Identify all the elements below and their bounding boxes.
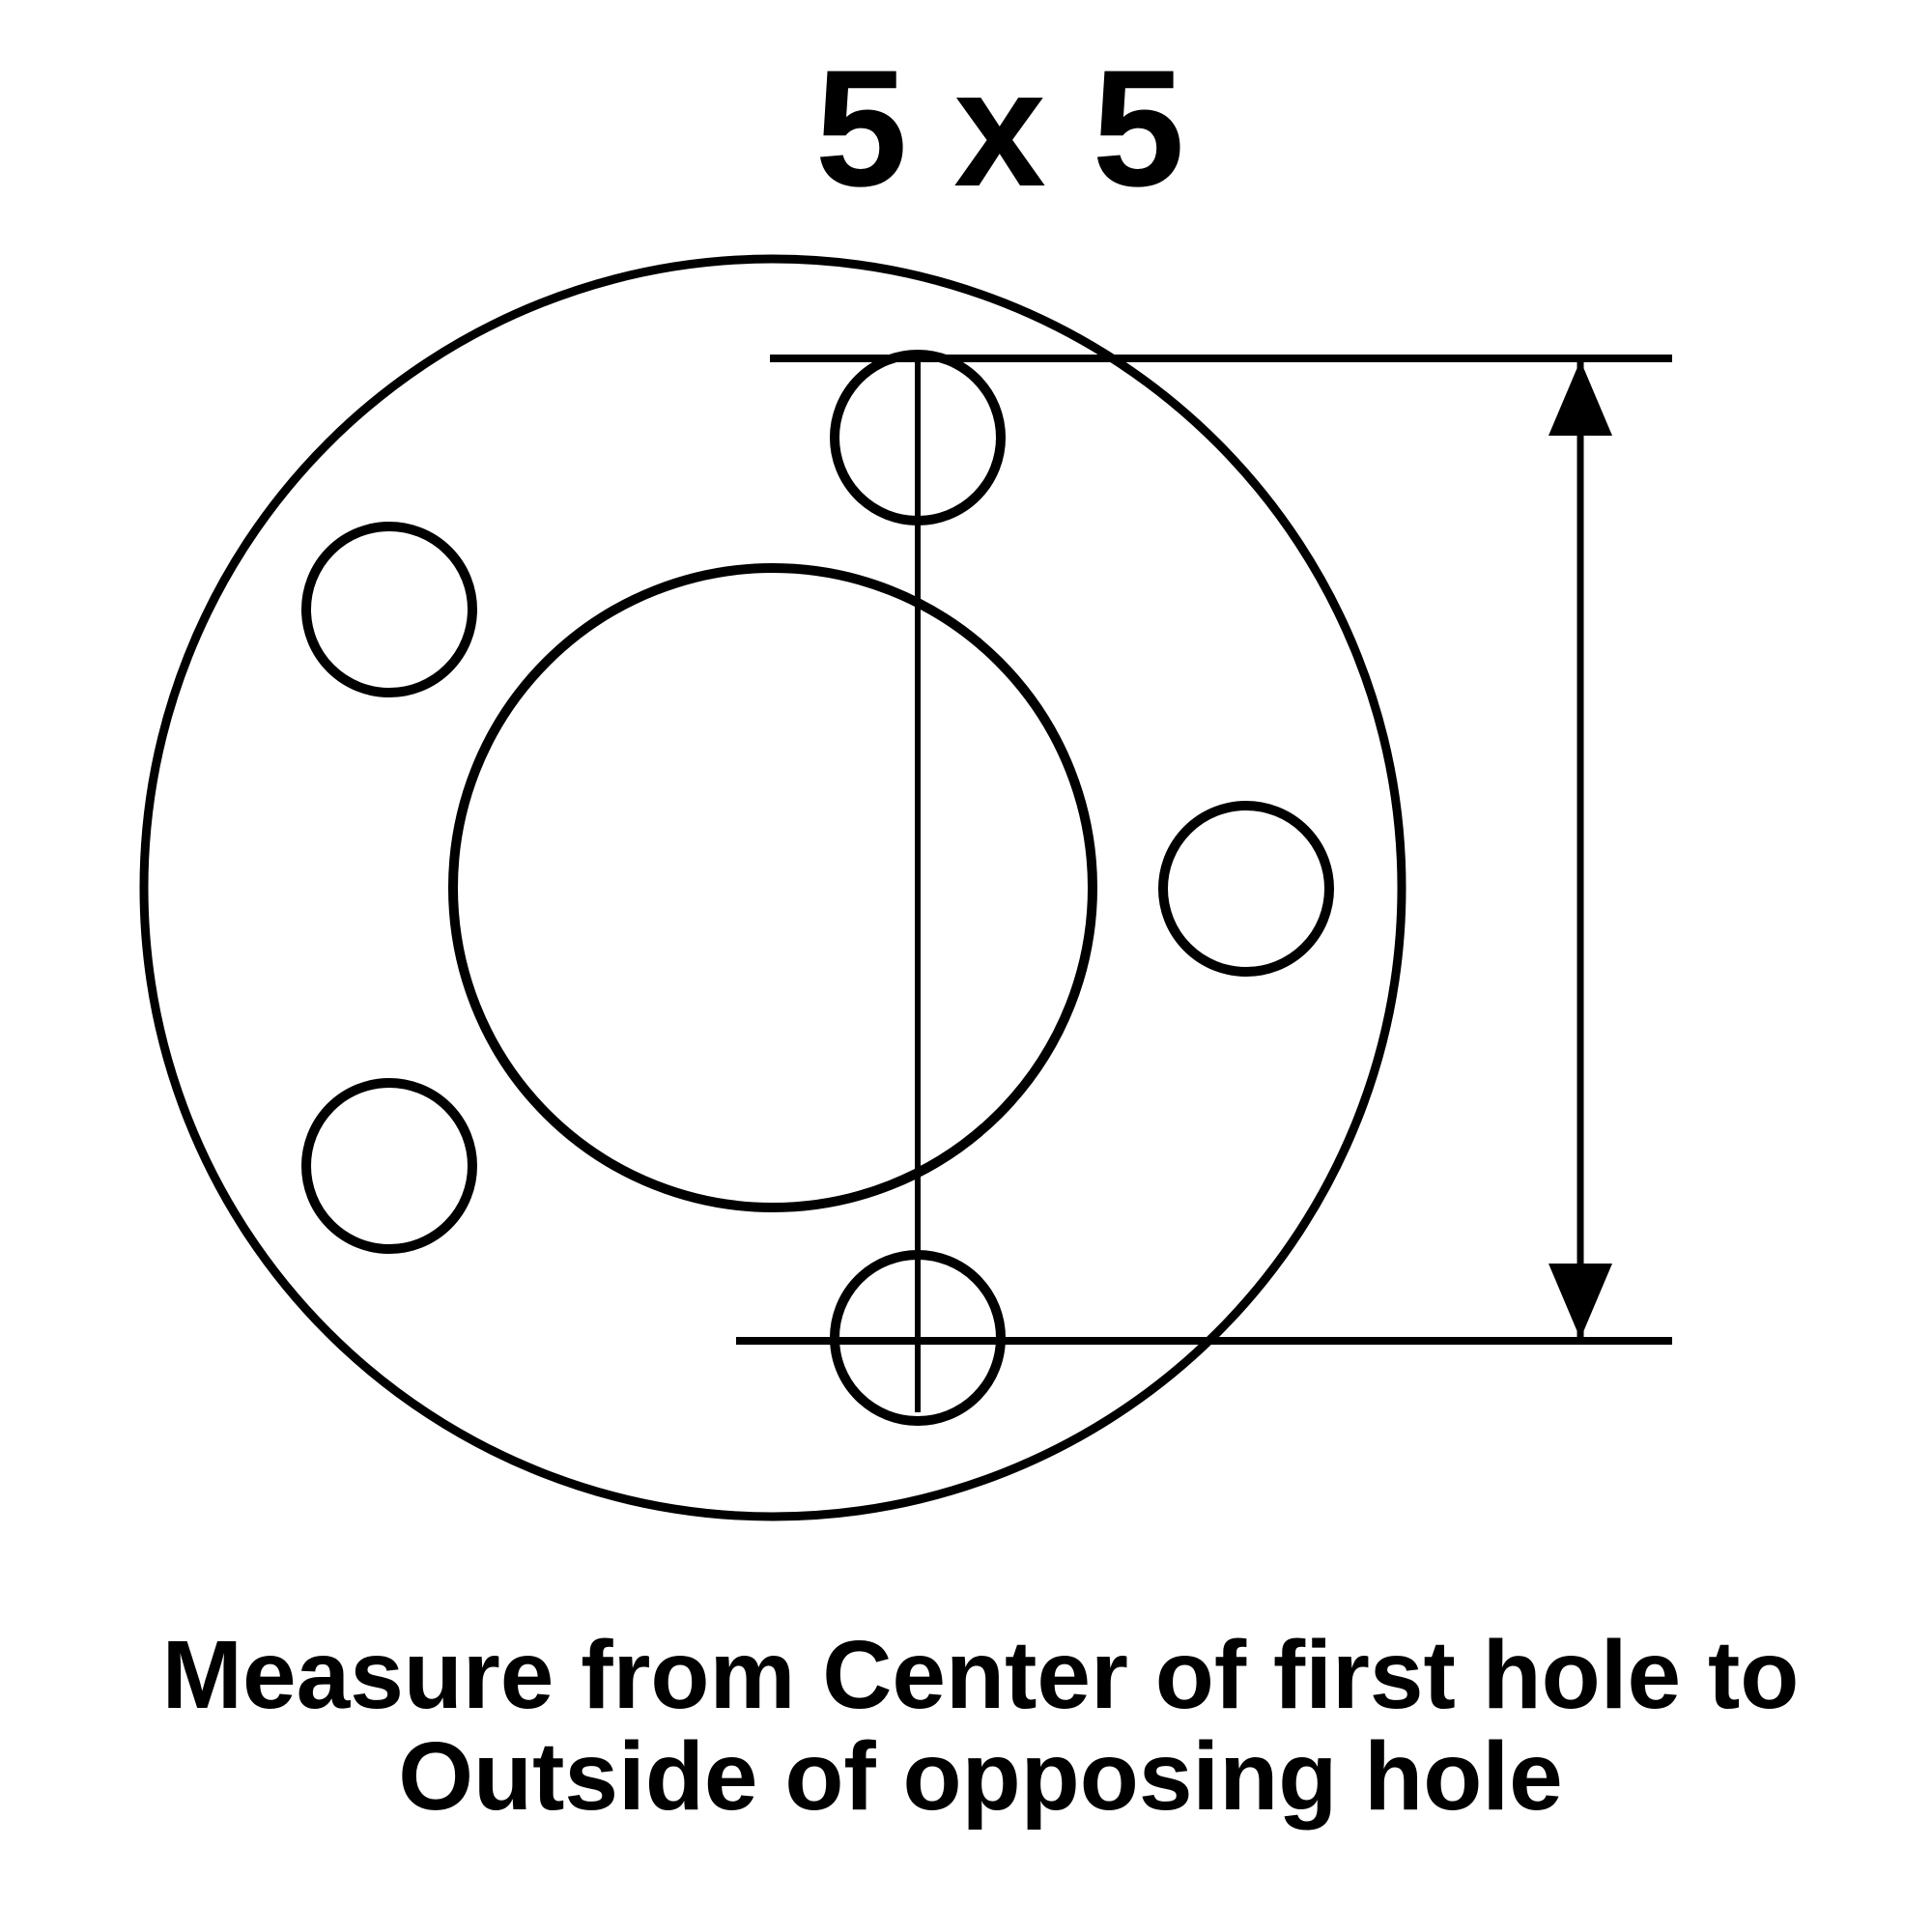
page-title: 5 x 5 xyxy=(815,36,1185,221)
caption-line-2: Outside of opposing hole xyxy=(398,1722,1562,1831)
bolt-hole-upper-left xyxy=(301,522,477,697)
hub-flange-outline xyxy=(139,254,1406,1521)
arrowhead-up-icon xyxy=(1548,360,1612,436)
arrowhead-down-icon xyxy=(1548,1264,1612,1339)
caption-line-1: Measure from Center of first hole to xyxy=(162,1621,1800,1729)
bolt-hole-lower-left xyxy=(301,1078,477,1254)
bolt-hole-right xyxy=(1158,801,1334,977)
center-bore xyxy=(448,563,1097,1212)
